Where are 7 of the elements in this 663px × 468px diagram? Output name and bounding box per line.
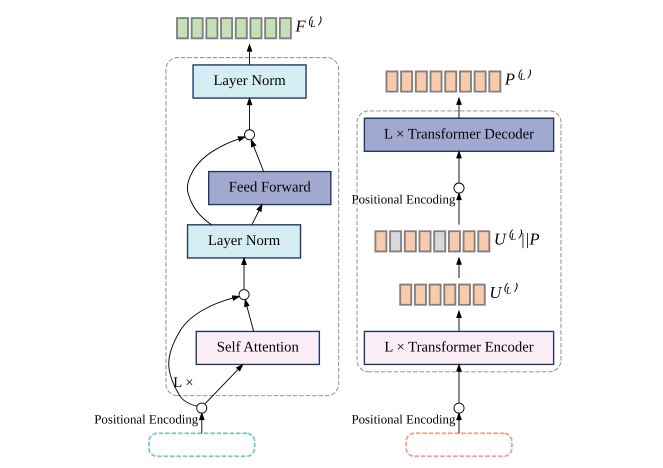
node-label: F⁽ᴸ⁾ xyxy=(294,16,320,36)
node-label: P⁽ᴸ⁾ xyxy=(504,70,530,89)
node-label: U⁽ᴸ⁾ xyxy=(488,282,516,302)
node-label: Positional Encoding xyxy=(94,412,198,426)
node-label: Positional Encoding xyxy=(350,412,455,426)
node-label: U⁽ᴸ⁾||P xyxy=(493,229,540,248)
node-label: Positional Encoding xyxy=(350,192,455,206)
